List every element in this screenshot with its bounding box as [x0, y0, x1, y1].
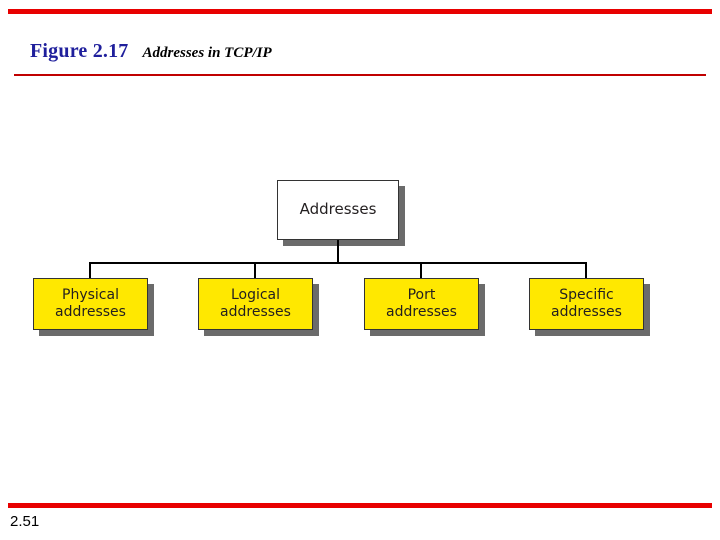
- node-label: Logical addresses: [220, 287, 291, 320]
- title-separator-rule: [14, 74, 706, 76]
- node-label: Addresses: [299, 200, 377, 219]
- connector-root-stem: [337, 240, 339, 263]
- connector-drop-port: [420, 262, 422, 278]
- node-specific-addresses: Specific addresses: [529, 278, 650, 336]
- node-label: Specific addresses: [551, 287, 622, 320]
- connector-drop-logical: [254, 262, 256, 278]
- figure-header: Figure 2.17 Addresses in TCP/IP: [30, 40, 272, 63]
- bottom-red-rule: [8, 503, 712, 508]
- figure-number: Figure 2.17: [30, 40, 129, 62]
- node-label: Physical addresses: [55, 287, 126, 320]
- page-number: 2.51: [10, 513, 40, 530]
- node-logical-addresses: Logical addresses: [198, 278, 319, 336]
- node-label: Port addresses: [386, 287, 457, 320]
- figure-caption: Addresses in TCP/IP: [142, 45, 272, 61]
- node-addresses-root: Addresses: [277, 180, 405, 246]
- top-red-rule: [8, 9, 712, 14]
- connector-drop-physical: [89, 262, 91, 278]
- connector-drop-specific: [585, 262, 587, 278]
- node-physical-addresses: Physical addresses: [33, 278, 154, 336]
- node-port-addresses: Port addresses: [364, 278, 485, 336]
- connector-horizontal-bar: [89, 262, 587, 264]
